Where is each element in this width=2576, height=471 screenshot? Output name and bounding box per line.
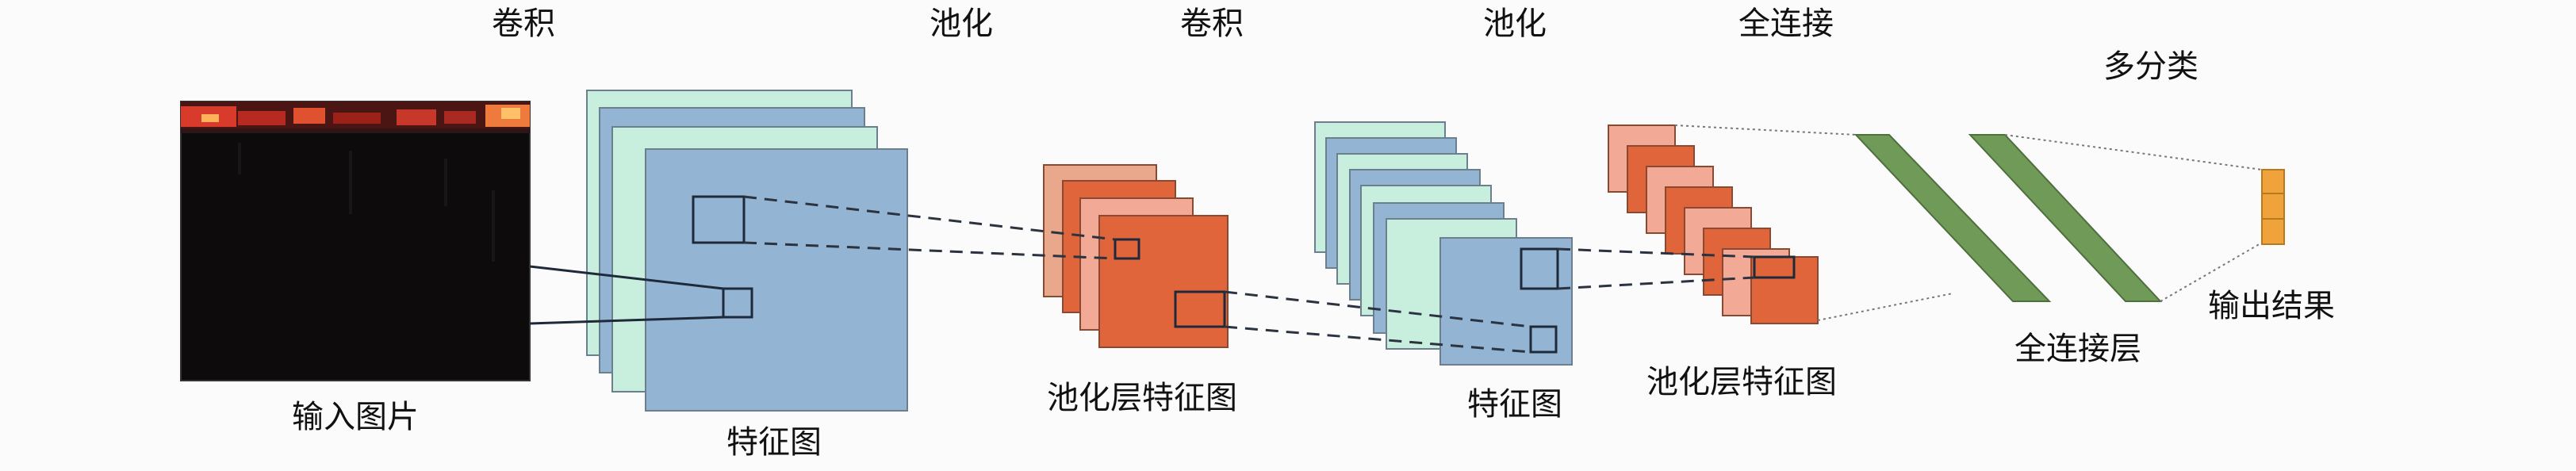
stage-label-fc: 全连接	[1738, 6, 1834, 42]
input-connection-lines	[529, 265, 724, 325]
receptive-field-boxes	[692, 195, 1796, 354]
stage-label-pool2: 池化	[1483, 6, 1547, 42]
pooled-feature-map-stack-1	[1043, 164, 1229, 348]
output-connection-lines	[2004, 134, 2263, 302]
caption-feature-map-2: 特征图	[1467, 386, 1562, 423]
caption-pooled-feature-map-2: 池化层特征图	[1646, 364, 1837, 400]
output-nodes	[2261, 169, 2285, 245]
caption-feature-map-1: 特征图	[726, 424, 822, 461]
stage-label-conv2: 卷积	[1180, 6, 1244, 42]
feature-map-stack-1	[586, 90, 908, 412]
stage-label-pool1: 池化	[930, 6, 993, 42]
caption-output: 输出结果	[2208, 288, 2335, 324]
caption-pooled-feature-map-1: 池化层特征图	[1047, 380, 1237, 416]
pooled-feature-map-stack-2	[1608, 124, 1819, 324]
input-image	[180, 101, 531, 381]
caption-fc-layer: 全连接层	[2014, 331, 2141, 367]
caption-input-image: 输入图片	[292, 399, 419, 435]
dashed-connection-lines	[743, 195, 1755, 354]
stage-label-multiclass: 多分类	[2103, 48, 2198, 85]
fc-input-lines	[1674, 124, 1953, 321]
fully-connected-layer	[1853, 134, 2163, 302]
feature-map-stack-2	[1314, 121, 1573, 366]
stage-label-conv1: 卷积	[492, 6, 555, 42]
